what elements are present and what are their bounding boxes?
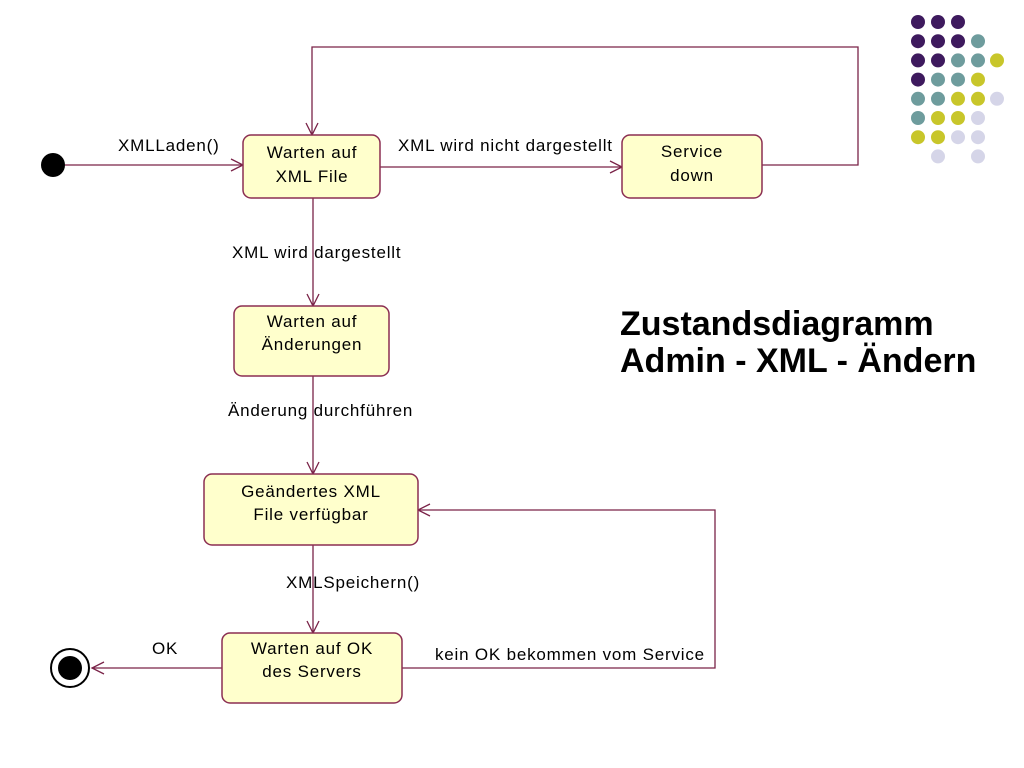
decor-dot <box>971 111 985 125</box>
transition-line <box>402 509 716 669</box>
transition-label-speichern: XMLSpeichern() <box>286 573 420 592</box>
decor-dot <box>951 72 965 87</box>
decor-dot <box>911 111 925 125</box>
transition-aenderung-durchfuehren: Änderung durchführen <box>228 376 413 476</box>
state-label-line1: Warten auf <box>267 143 358 162</box>
initial-state <box>41 153 65 177</box>
decor-dot <box>911 130 925 145</box>
state-warten-auf-aenderungen: Warten auf Änderungen <box>233 305 390 377</box>
decor-dot <box>911 34 925 49</box>
decor-dot <box>931 72 945 87</box>
decor-dot <box>931 111 945 125</box>
transition-label-nicht-dargestellt: XML wird nicht dargestellt <box>398 136 613 155</box>
transition-xml-nicht-dargestellt: XML wird nicht dargestellt <box>380 136 624 174</box>
transition-label-dargestellt: XML wird dargestellt <box>232 243 401 262</box>
decor-dot <box>951 91 965 106</box>
decor-dot <box>990 91 1004 106</box>
state-label-line1: Warten auf <box>267 312 358 331</box>
decor-dot <box>951 130 965 145</box>
decor-dot <box>931 34 945 49</box>
decor-dot <box>931 91 945 106</box>
decor-dot <box>911 91 925 106</box>
decor-dot <box>951 111 965 125</box>
slide-title-line2: Admin - XML - Ändern <box>620 342 977 380</box>
final-state <box>50 648 90 688</box>
decor-dot <box>971 91 985 106</box>
decor-dot <box>951 53 965 68</box>
state-label-line1: Warten auf OK <box>251 639 373 658</box>
transition-xml-speichern: XMLSpeichern() <box>286 545 420 635</box>
slide-title-line1: Zustandsdiagramm <box>620 305 934 343</box>
state-label-line1: Geändertes XML <box>241 482 381 501</box>
transition-label-xml-laden: XMLLaden() <box>118 136 220 155</box>
decor-dot <box>971 53 985 68</box>
arrowhead <box>90 661 105 675</box>
decor-dot <box>911 15 925 29</box>
transition-label-ok: OK <box>152 639 178 658</box>
state-box <box>233 305 390 377</box>
decor-dot <box>971 149 985 164</box>
state-warten-auf-ok: Warten auf OK des Servers <box>221 632 403 704</box>
state-label-line2: File verfügbar <box>253 505 368 524</box>
decor-dot <box>911 53 925 68</box>
state-box <box>221 632 403 704</box>
transition-line <box>311 46 859 166</box>
state-label-line2: Änderungen <box>262 335 363 354</box>
decor-dot <box>931 130 945 145</box>
slide-title: Zustandsdiagramm Admin - XML - Ändern <box>620 306 976 380</box>
decor-dot <box>931 15 945 29</box>
decor-dot <box>931 53 945 68</box>
state-label-line1: Service <box>661 142 723 161</box>
transition-xml-dargestellt: XML wird dargestellt <box>232 198 401 308</box>
state-box <box>621 134 763 199</box>
decor-dot <box>990 53 1004 68</box>
state-warten-auf-xml-file: Warten auf XML File <box>242 134 381 199</box>
decor-dot <box>951 34 965 49</box>
decor-dot <box>951 15 965 29</box>
transition-label-aenderung: Änderung durchführen <box>228 401 413 420</box>
decor-dot <box>911 72 925 87</box>
decor-dot-grid <box>911 15 1004 164</box>
final-state-core <box>58 656 82 680</box>
transition-xml-laden: XMLLaden() <box>65 136 245 172</box>
state-box <box>203 473 419 546</box>
state-geaendertes-xml-file: Geändertes XML File verfügbar <box>203 473 419 546</box>
state-box <box>242 134 381 199</box>
state-label-line2: XML File <box>276 167 349 186</box>
decor-dot <box>971 34 985 49</box>
state-label-line2: down <box>670 166 714 185</box>
state-label-line2: des Servers <box>262 662 362 681</box>
decor-dot <box>931 149 945 164</box>
decor-dot <box>971 130 985 145</box>
state-service-down: Service down <box>621 134 763 199</box>
transition-kein-ok: kein OK bekommen vom Service <box>402 503 716 669</box>
transition-ok: OK <box>90 639 222 675</box>
decor-dot <box>971 72 985 87</box>
transition-label-kein-ok: kein OK bekommen vom Service <box>435 645 705 664</box>
